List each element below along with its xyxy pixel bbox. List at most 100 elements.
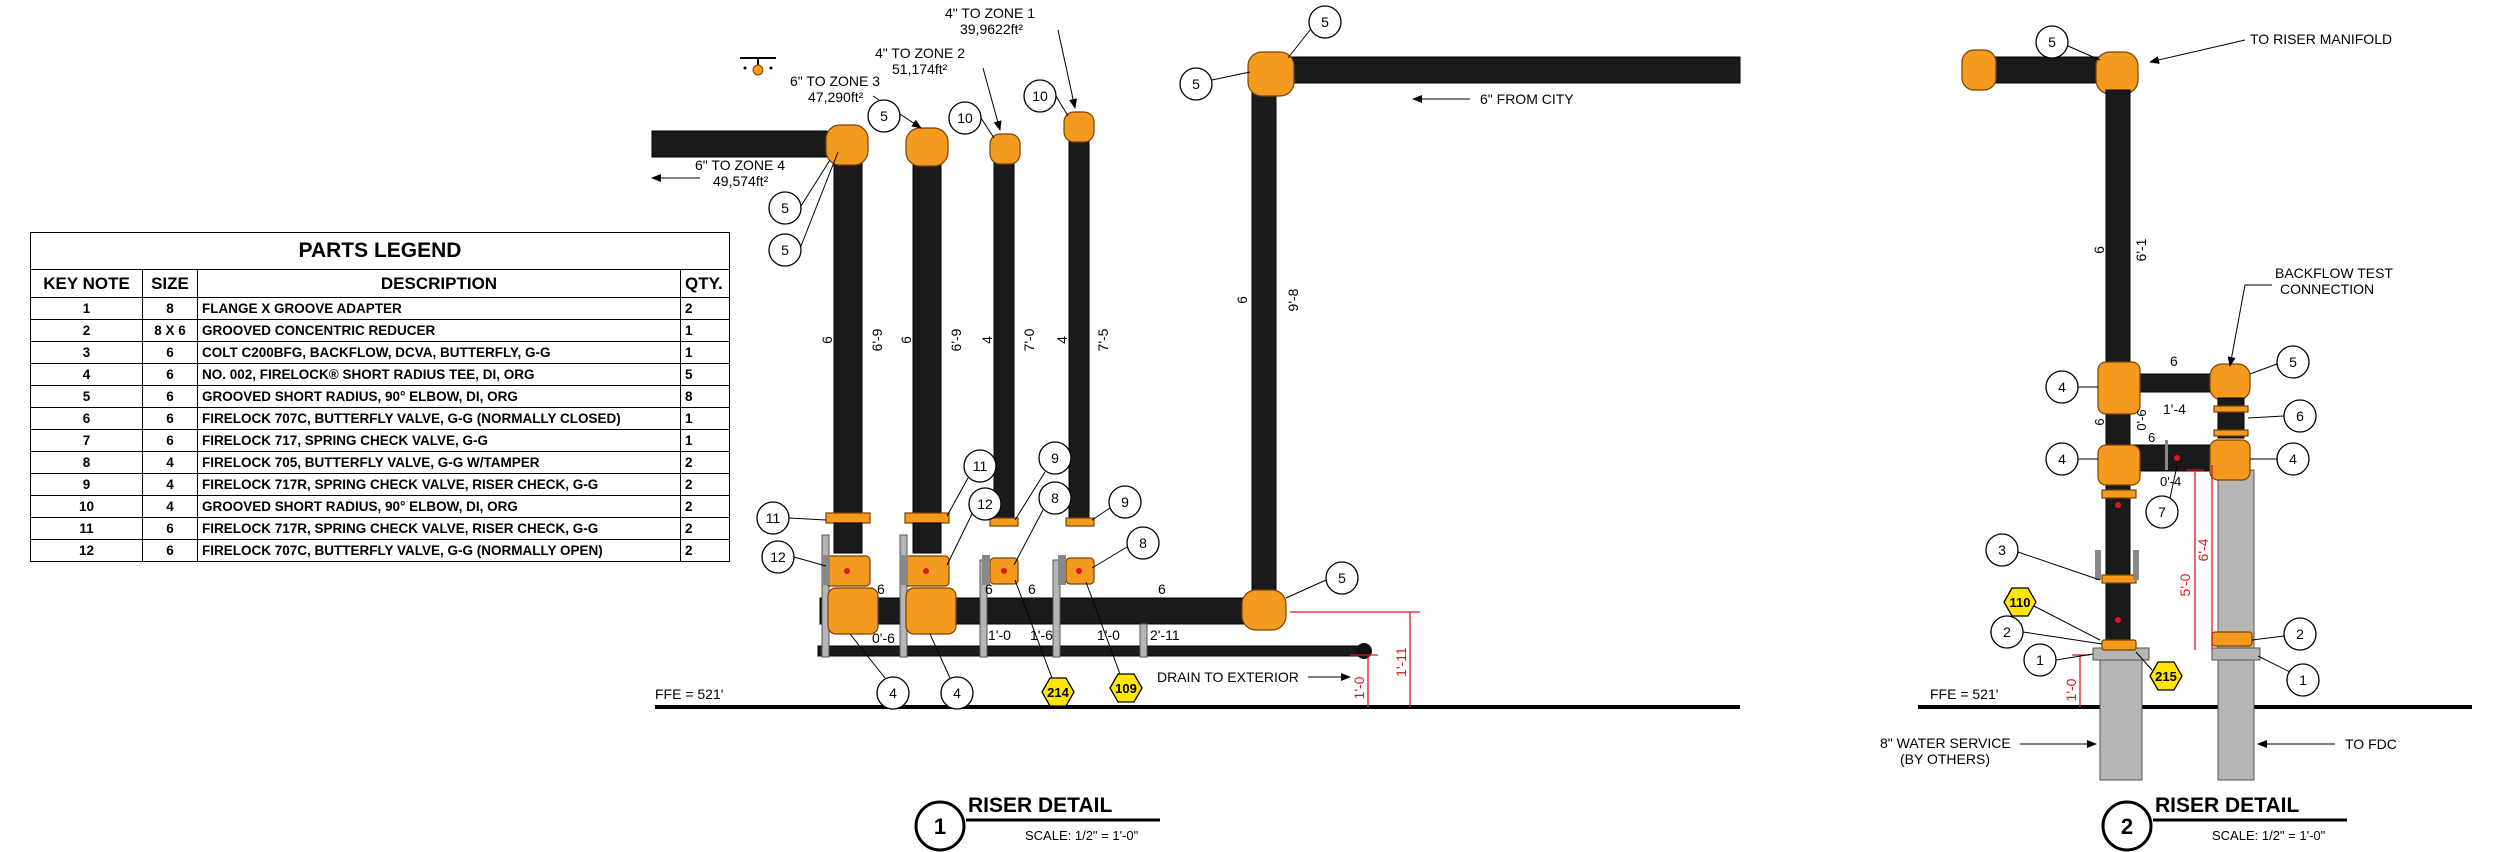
svg-text:12: 12 xyxy=(770,549,786,565)
svg-text:5: 5 xyxy=(1321,14,1329,30)
svg-text:1'-0: 1'-0 xyxy=(988,627,1011,643)
fdc-pipe xyxy=(2217,469,2255,781)
sprinkler-icon xyxy=(740,57,776,76)
svg-text:1'-11: 1'-11 xyxy=(1393,647,1409,677)
valve-handle-1 xyxy=(822,555,830,585)
legend-cell-description: FIRELOCK 717R, SPRING CHECK VALVE, RISER… xyxy=(197,517,681,540)
zone3-label: 6" TO ZONE 3 xyxy=(790,73,880,89)
svg-text:RISER DETAIL: RISER DETAIL xyxy=(968,794,1112,817)
legend-header-size: SIZE xyxy=(142,269,198,298)
callout-4-left: 4 xyxy=(876,676,910,710)
elbow-zone3 xyxy=(905,127,949,167)
zone3-area: 47,290ft² xyxy=(808,89,864,105)
legend-cell-size: 4 xyxy=(142,451,198,474)
svg-text:1'-0: 1'-0 xyxy=(1097,627,1120,643)
callout-8-zone2: 8 xyxy=(1038,481,1072,515)
callout-2-right-d2: 2 xyxy=(2283,617,2317,651)
svg-text:4: 4 xyxy=(889,685,897,701)
tee-lower-2 xyxy=(2097,444,2141,486)
svg-text:1: 1 xyxy=(2036,652,2044,668)
svg-text:4: 4 xyxy=(979,336,995,344)
callout-5-zone4b: 5 xyxy=(768,233,802,267)
elbow-zone2 xyxy=(989,133,1021,165)
callout-5-top-d2: 5 xyxy=(2035,25,2069,59)
backflow-label-2: CONNECTION xyxy=(2280,281,2374,297)
callout-5-city-bottom: 5 xyxy=(1325,561,1359,595)
elbow-zone4 xyxy=(825,124,869,166)
svg-text:110: 110 xyxy=(2010,595,2031,610)
svg-text:4: 4 xyxy=(1054,336,1070,344)
svg-text:6'-9: 6'-9 xyxy=(948,328,964,351)
svg-text:1'-0: 1'-0 xyxy=(2063,678,2079,701)
svg-text:0'-6: 0'-6 xyxy=(2134,409,2149,430)
svg-text:1: 1 xyxy=(934,814,946,839)
drain-label: DRAIN TO EXTERIOR xyxy=(1157,669,1299,685)
hex-tag-110: 110 xyxy=(2003,587,2037,617)
legend-cell-qty: 1 xyxy=(680,341,730,364)
svg-text:6: 6 xyxy=(2296,408,2304,424)
zone4-label: 6" TO ZONE 4 xyxy=(695,157,785,173)
legend-cell-size: 6 xyxy=(142,539,198,562)
svg-text:0'-6: 0'-6 xyxy=(872,630,895,646)
legend-title: PARTS LEGEND xyxy=(30,232,730,270)
svg-text:109: 109 xyxy=(1115,681,1137,696)
callout-5-city-left: 5 xyxy=(1179,67,1213,101)
callout-1-left-d2: 1 xyxy=(2023,643,2057,677)
svg-text:6: 6 xyxy=(1158,581,1166,597)
legend-cell-key: 11 xyxy=(30,517,143,540)
backflow-label-1: BACKFLOW TEST xyxy=(2275,265,2393,281)
legend-header-qty: QTY. xyxy=(680,269,730,298)
svg-text:214: 214 xyxy=(1047,685,1069,700)
svg-text:5: 5 xyxy=(781,242,789,258)
callout-3-d2: 3 xyxy=(1985,533,2019,567)
callout-11-left: 11 xyxy=(756,501,790,535)
callout-6-d2: 6 xyxy=(2283,399,2317,433)
legend-cell-size: 6 xyxy=(142,429,198,452)
callout-5-zone3: 5 xyxy=(867,99,901,133)
svg-text:5: 5 xyxy=(880,108,888,124)
legend-cell-size: 6 xyxy=(142,341,198,364)
callout-1-right-d2: 1 xyxy=(2286,663,2320,697)
legend-cell-description: GROOVED CONCENTRIC REDUCER xyxy=(197,319,681,342)
riser-detail-2: FFE = 521' TO RISER MANIFOLD xyxy=(1880,25,2472,852)
legend-cell-size: 8 xyxy=(142,297,198,320)
callout-5-zone4a: 5 xyxy=(768,191,802,225)
legend-cell-key: 5 xyxy=(30,385,143,408)
legend-cell-key: 10 xyxy=(30,495,143,518)
water-service-label: 8" WATER SERVICE xyxy=(1880,735,2011,751)
svg-text:6: 6 xyxy=(819,336,835,344)
legend-cell-key: 6 xyxy=(30,407,143,430)
svg-text:1'-6: 1'-6 xyxy=(1030,627,1053,643)
legend-cell-qty: 2 xyxy=(680,517,730,540)
legend-cell-qty: 2 xyxy=(680,451,730,474)
legend-cell-qty: 1 xyxy=(680,407,730,430)
elbow-manifold xyxy=(2095,51,2139,95)
svg-text:6: 6 xyxy=(2092,418,2107,425)
svg-text:5: 5 xyxy=(2289,354,2297,370)
legend-cell-qty: 1 xyxy=(680,319,730,342)
legend-cell-qty: 5 xyxy=(680,363,730,386)
svg-text:6: 6 xyxy=(1028,581,1036,597)
callout-9-zone2: 9 xyxy=(1038,441,1072,475)
callout-4-right: 4 xyxy=(940,676,974,710)
legend-cell-size: 6 xyxy=(142,385,198,408)
zone4-pipe xyxy=(651,130,828,158)
legend-cell-size: 6 xyxy=(142,363,198,386)
callout-12-left: 12 xyxy=(761,540,795,574)
legend-cell-qty: 2 xyxy=(680,539,730,562)
legend-cell-description: FIRELOCK 717R, SPRING CHECK VALVE, RISER… xyxy=(197,473,681,496)
svg-text:8: 8 xyxy=(1051,490,1059,506)
detail-title-2: 2 RISER DETAIL SCALE: 1/2" = 1'-0" xyxy=(2101,794,2347,852)
legend-header-key: KEY NOTE xyxy=(30,269,143,298)
svg-text:11: 11 xyxy=(766,510,781,526)
tee-upper-2 xyxy=(2097,361,2141,415)
